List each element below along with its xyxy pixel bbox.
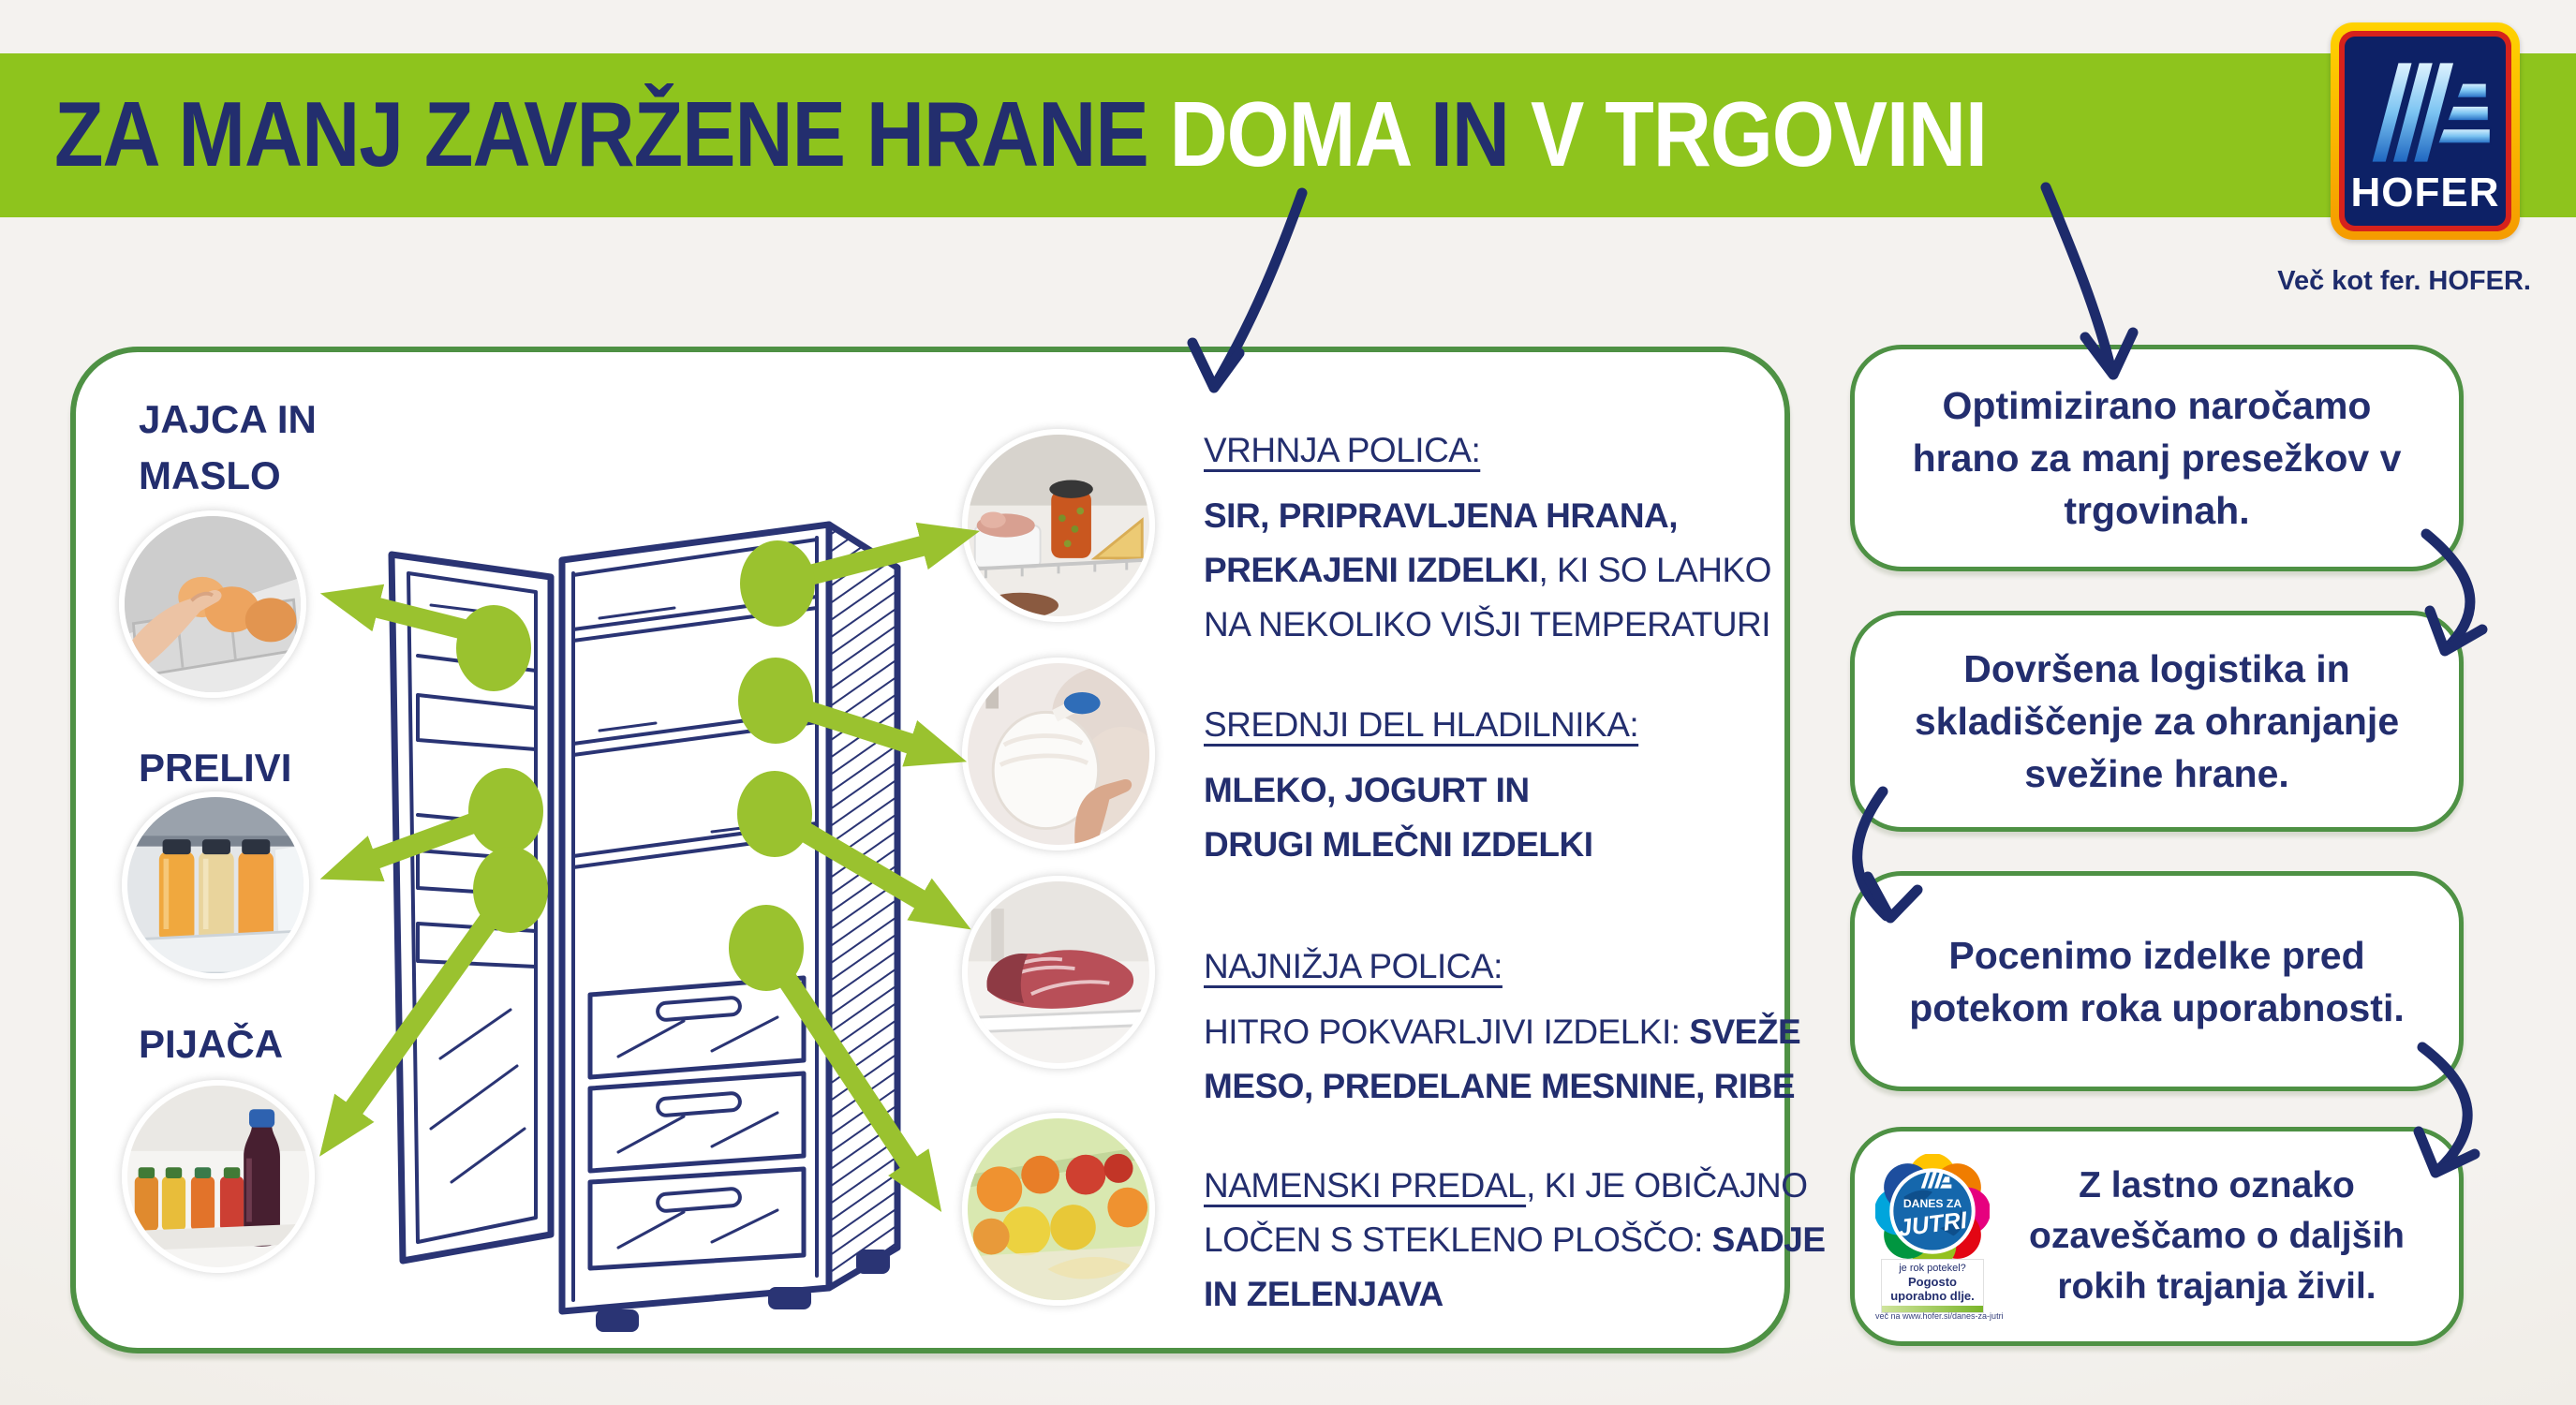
- page-title: ZA MANJ ZAVRŽENE HRANE DOMA IN V TRGOVIN…: [54, 42, 1988, 229]
- section-drawer-heading: NAMENSKI PREDAL: [1204, 1166, 1527, 1205]
- hofer-tagline: Več kot fer. HOFER.: [2277, 266, 2531, 296]
- dressings-photo: [122, 791, 309, 979]
- danes-za-jutri-badge: DANES ZA JUTRI je rok potekel? Pogosto u…: [1875, 1154, 2004, 1326]
- badge-line-top: DANES ZA: [1903, 1197, 1962, 1210]
- section-drawer: NAMENSKI PREDAL, KI JE OBIČAJNO LOČEN S …: [1204, 1166, 1826, 1313]
- hofer-wordmark: HOFER: [2350, 170, 2500, 215]
- badge-url: več na www.hofer.si/danes-za-jutri: [1875, 1311, 2004, 1321]
- milk-photo: [962, 658, 1155, 850]
- label-dressings: PRELIVI: [139, 746, 292, 790]
- section-bottom-shelf: NAJNIŽJA POLICA: HITRO POKVARLJIVI IZDEL…: [1204, 939, 1801, 1114]
- section-top-shelf-heading: VRHNJA POLICA:: [1204, 431, 1481, 469]
- section-middle-fridge: SREDNJI DEL HLADILNIKA: MLEKO, JOGURT IN…: [1204, 698, 1639, 872]
- hofer-logo: HOFER: [2331, 22, 2520, 240]
- title-part-3: IN: [1409, 83, 1531, 186]
- section-top-shelf: VRHNJA POLICA: SIR, PRIPRAVLJENA HRANA, …: [1204, 423, 1771, 652]
- fruit-vegetable-photo: [962, 1113, 1155, 1306]
- label-drinks: PIJAČA: [139, 1022, 284, 1066]
- danes-za-jutri-pinwheel: DANES ZA JUTRI: [1875, 1154, 1990, 1268]
- title-part-2: DOMA: [1169, 83, 1411, 186]
- store-step-ordering: Optimizirano naročamo hrano za manj pres…: [1850, 345, 2464, 571]
- eggs-photo: [119, 510, 306, 698]
- store-step-discounts: Pocenimo izdelke pred potekom roka upora…: [1850, 871, 2464, 1091]
- label-eggs-and-butter: JAJCA IN MASLO: [139, 397, 317, 497]
- drinks-photo: [122, 1080, 315, 1273]
- title-part-1: ZA MANJ ZAVRŽENE HRANE: [54, 83, 1170, 186]
- store-step-logistics: Dovršena logistika in skladiščenje za oh…: [1850, 611, 2464, 832]
- hofer-stripes-icon: [2370, 61, 2492, 164]
- section-bottom-heading: NAJNIŽJA POLICA:: [1204, 947, 1503, 985]
- badge-label: je rok potekel? Pogosto uporabno dlje.: [1881, 1259, 1984, 1313]
- title-part-4: V TRGOVINI: [1530, 83, 1988, 186]
- fresh-meat-photo: [962, 876, 1155, 1069]
- cheese-smoked-food-photo: [962, 429, 1155, 622]
- section-middle-heading: SREDNJI DEL HLADILNIKA:: [1204, 705, 1639, 744]
